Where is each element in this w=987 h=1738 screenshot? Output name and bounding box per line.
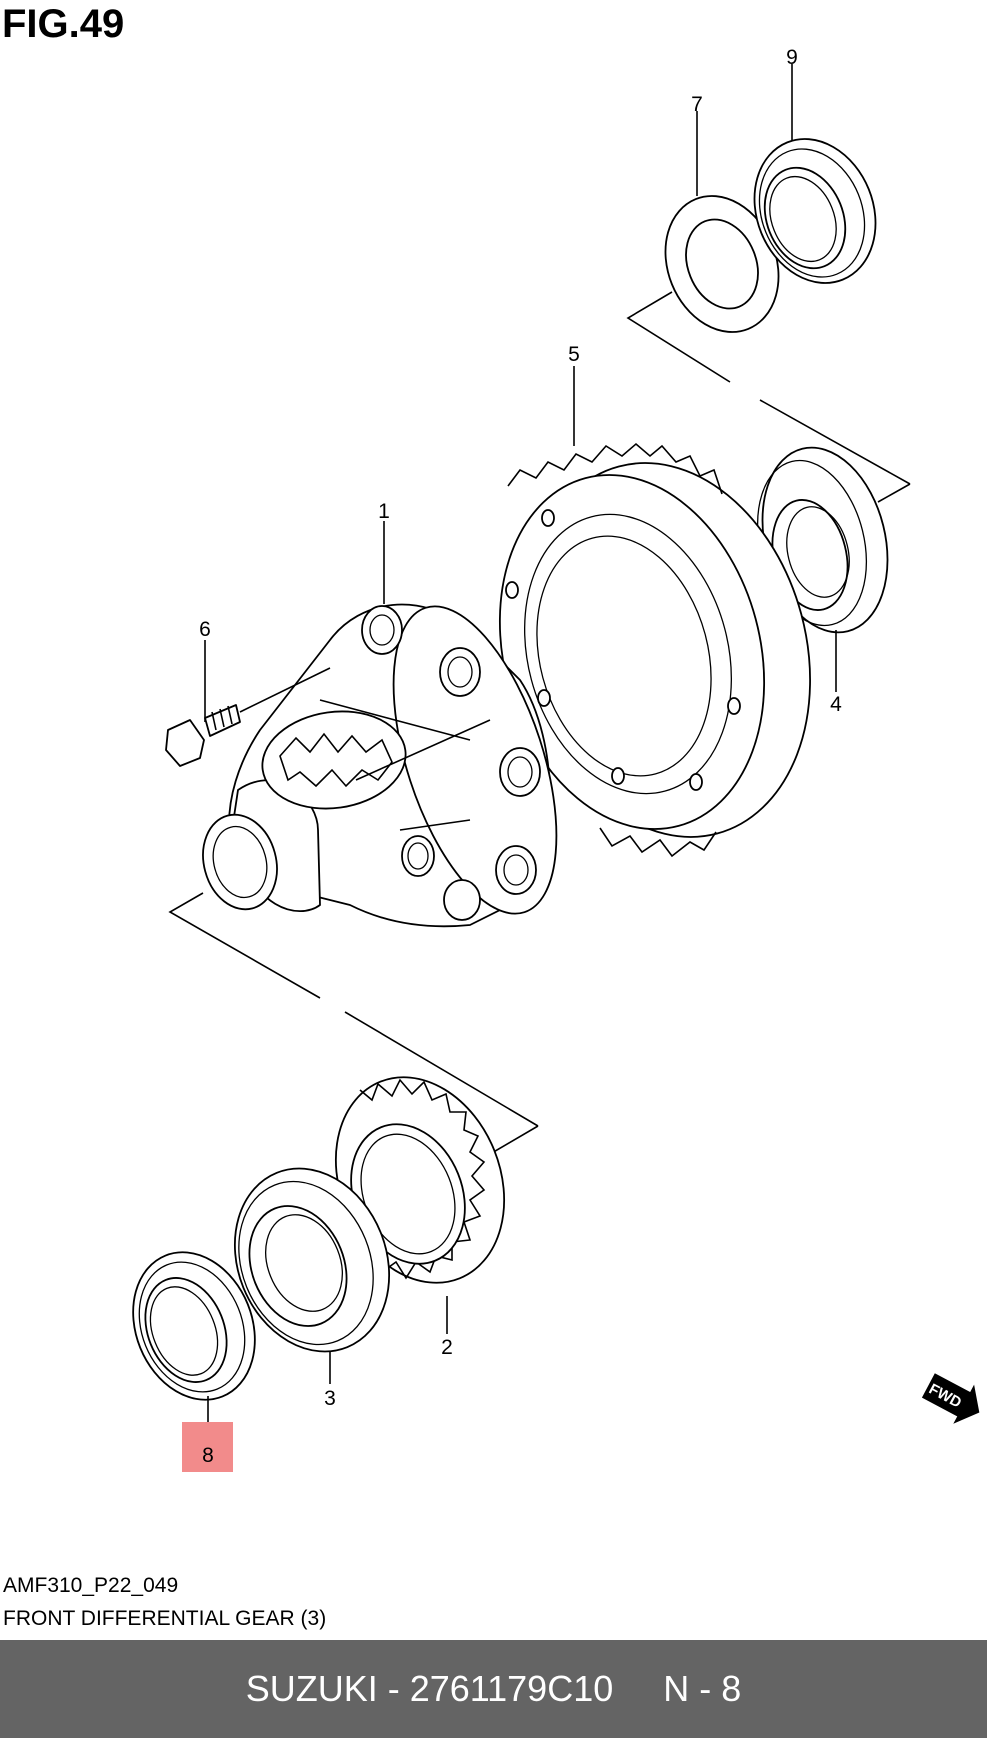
callout-7[interactable]: 7 bbox=[691, 93, 703, 116]
assembly-guide-lines bbox=[168, 291, 911, 1158]
callout-6[interactable]: 6 bbox=[199, 618, 211, 641]
callout-1[interactable]: 1 bbox=[378, 500, 390, 523]
footer-part-info: SUZUKI - 2761179C10 N - 8 bbox=[245, 1668, 742, 1709]
callout-highlight-box bbox=[182, 1422, 233, 1472]
part-8-oil-seal[interactable] bbox=[112, 1234, 276, 1418]
part-6-bolt[interactable] bbox=[165, 667, 331, 767]
part-3-bearing[interactable] bbox=[208, 1145, 416, 1375]
callout-8[interactable]: 8 bbox=[202, 1444, 214, 1467]
callout-9[interactable]: 9 bbox=[786, 46, 798, 69]
part-5-ring-gear[interactable] bbox=[462, 431, 851, 869]
part-4-bearing[interactable] bbox=[741, 434, 906, 645]
figure-title: FIG.49 bbox=[2, 2, 125, 46]
callout-4[interactable]: 4 bbox=[830, 693, 842, 716]
callout-3[interactable]: 3 bbox=[324, 1387, 336, 1410]
part-9-oil-seal[interactable] bbox=[734, 121, 897, 302]
drawing-code: AMF310_P22_049 bbox=[3, 1574, 179, 1597]
drawing-caption: FRONT DIFFERENTIAL GEAR (3) bbox=[3, 1607, 327, 1630]
part-1-differential-case[interactable] bbox=[193, 587, 589, 933]
fwd-arrow-icon: FWD bbox=[921, 1373, 980, 1424]
leader-lines bbox=[204, 64, 837, 1422]
callout-numbers: 1 2 3 4 5 6 7 8 9 bbox=[199, 46, 842, 1467]
footer-bar: SUZUKI - 2761179C10 N - 8 bbox=[0, 1640, 987, 1738]
callout-2[interactable]: 2 bbox=[441, 1336, 453, 1359]
callout-5[interactable]: 5 bbox=[568, 343, 580, 366]
